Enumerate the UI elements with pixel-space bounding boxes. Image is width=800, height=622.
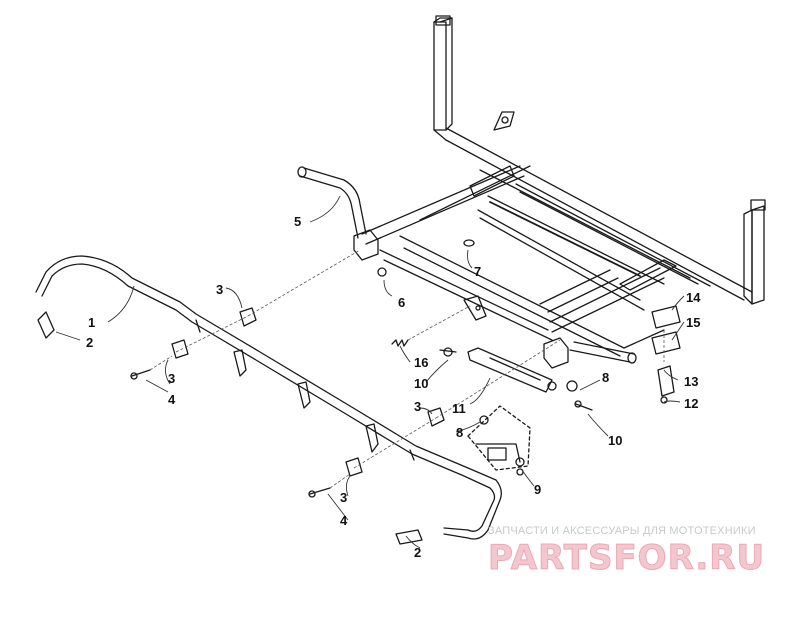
callout-6: 6 [398, 295, 406, 310]
callout-9: 9 [534, 482, 542, 497]
upper-frame [433, 15, 766, 305]
latch-bracket [467, 405, 531, 476]
callout-1: 1 [88, 315, 96, 330]
bolts [130, 369, 331, 498]
grab-bar [35, 255, 502, 545]
callout-4: 4 [340, 513, 348, 528]
callout-13: 13 [684, 374, 699, 389]
handle-bar [297, 166, 637, 364]
callout-14: 14 [686, 290, 701, 305]
watermark-logo: PARTSFOR.RU [487, 538, 766, 579]
latch-parts [651, 305, 681, 404]
callout-4: 4 [168, 392, 176, 407]
callout-2: 2 [86, 335, 94, 350]
callout-15: 15 [686, 315, 701, 330]
lower-frame [353, 165, 665, 369]
clips [171, 307, 445, 477]
callout-3: 3 [414, 399, 422, 414]
callout-2: 2 [414, 545, 422, 560]
callout-8: 8 [456, 425, 464, 440]
callout-16: 16 [414, 355, 429, 370]
nuts [377, 267, 578, 425]
assembly-lines [149, 249, 665, 489]
callout-10: 10 [608, 433, 623, 448]
watermark-tagline: ЗАПЧАСТИ И АКСЕССУАРЫ ДЛЯ МОТОТЕХНИКИ [488, 525, 756, 537]
callout-10: 10 [414, 376, 429, 391]
leader-lines [55, 195, 685, 549]
gas-strut [439, 347, 593, 411]
callout-12: 12 [684, 396, 699, 411]
callout-3: 3 [340, 490, 348, 505]
callout-3: 3 [168, 371, 176, 386]
spring [391, 339, 409, 347]
callout-11: 11 [452, 401, 466, 416]
callout-7: 7 [474, 264, 482, 279]
callout-3: 3 [216, 282, 224, 297]
callout-5: 5 [294, 214, 302, 229]
callout-8: 8 [602, 370, 610, 385]
